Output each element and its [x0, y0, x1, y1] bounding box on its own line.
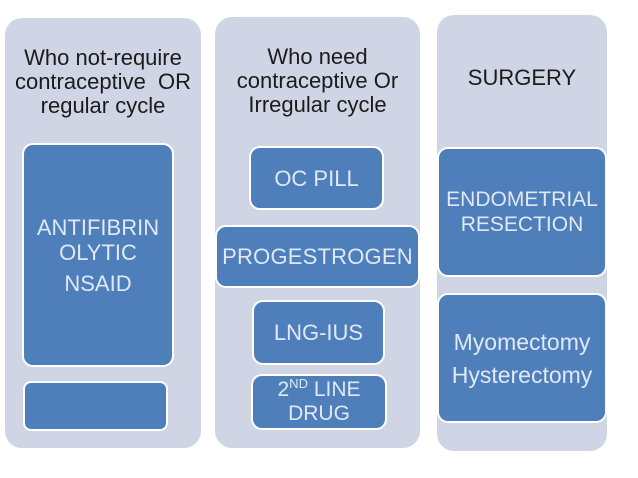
header-line: SURGERY	[467, 65, 577, 90]
box-text-line: Myomectomy	[453, 328, 591, 355]
myomectomy-hysterectomy-box: Myomectomy Hysterectomy	[437, 293, 607, 423]
progestrogen-box: PROGESTROGEN	[215, 225, 420, 288]
lng-ius-box: LNG-IUS	[252, 300, 385, 365]
box-text-line: RESECTION	[460, 213, 584, 236]
column-no-contraceptive: Who not-require contraceptive OR regular…	[5, 18, 201, 448]
second-line-drug-box: 2ND LINE DRUG	[251, 374, 387, 430]
box-text-line: NSAID	[64, 270, 132, 296]
box-text-line: Hysterectomy	[451, 361, 593, 388]
header-line: contraceptive Or	[236, 68, 399, 93]
column-header-surgery: SURGERY	[437, 15, 607, 90]
column-header-need-contraceptive: Who need contraceptive Or Irregular cycl…	[215, 17, 420, 117]
box-text-line: DRUG	[288, 402, 350, 425]
empty-box	[23, 381, 168, 431]
box-text-line: LNG-IUS	[273, 320, 364, 345]
header-line: Irregular cycle	[248, 92, 387, 117]
box-text-line: PROGESTROGEN	[222, 244, 413, 269]
antifibrinolytic-nsaid-box: ANTIFIBRIN OLYTIC NSAID	[22, 143, 174, 367]
header-line: contraceptive OR	[14, 69, 192, 94]
box-text-part: 2	[277, 378, 290, 401]
oc-pill-box: OC PILL	[249, 146, 384, 210]
column-surgery: SURGERY ENDOMETRIAL RESECTION Myomectomy…	[437, 15, 607, 451]
header-line: Who need	[267, 44, 368, 69]
column-header-no-contraceptive: Who not-require contraceptive OR regular…	[5, 18, 201, 118]
endometrial-resection-box: ENDOMETRIAL RESECTION	[437, 147, 607, 277]
box-text-line: 2ND LINE	[277, 376, 361, 402]
header-line: Who not-require	[24, 45, 182, 70]
column-need-contraceptive: Who need contraceptive Or Irregular cycl…	[215, 17, 420, 448]
box-text-line: OC PILL	[274, 165, 359, 191]
box-text-line: ENDOMETRIAL	[446, 188, 598, 211]
box-text-line: OLYTIC	[59, 239, 137, 265]
superscript: ND	[289, 376, 308, 391]
header-line: regular cycle	[40, 93, 166, 118]
box-text-part: LINE	[307, 378, 361, 401]
box-text-line: ANTIFIBRIN	[36, 214, 160, 240]
